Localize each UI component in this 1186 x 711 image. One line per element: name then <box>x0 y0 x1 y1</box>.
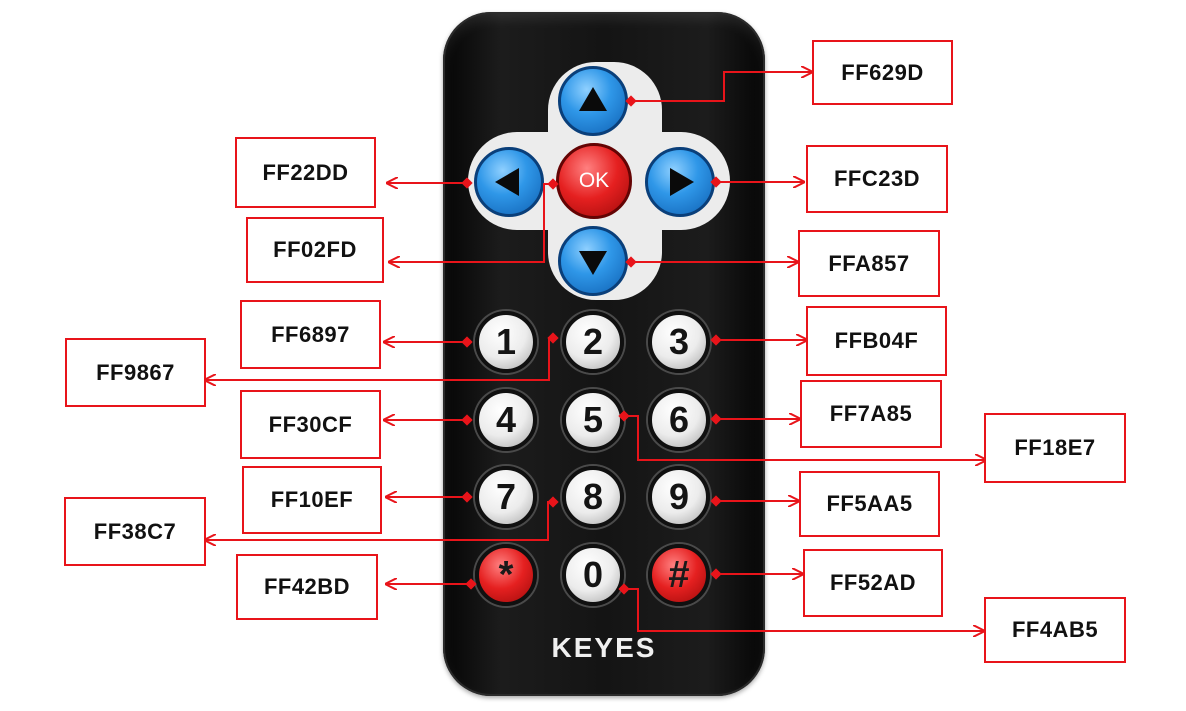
button-hash[interactable]: # <box>648 544 710 606</box>
button-0-label: 0 <box>583 554 603 596</box>
button-3-label: 3 <box>669 321 689 363</box>
code-label-4: FF30CF <box>240 390 381 459</box>
button-9[interactable]: 9 <box>648 466 710 528</box>
button-7[interactable]: 7 <box>475 466 537 528</box>
button-star-label: * <box>499 554 514 597</box>
button-4[interactable]: 4 <box>475 389 537 451</box>
code-label-star: FF42BD <box>236 554 378 620</box>
button-6-label: 6 <box>669 399 689 441</box>
up-button[interactable] <box>558 66 628 136</box>
code-label-2: FF9867 <box>65 338 206 407</box>
button-2[interactable]: 2 <box>562 311 624 373</box>
triangle-right-icon <box>670 168 694 196</box>
button-1[interactable]: 1 <box>475 311 537 373</box>
button-1-label: 1 <box>496 321 516 363</box>
button-2-label: 2 <box>583 321 603 363</box>
button-5-label: 5 <box>583 399 603 441</box>
code-label-7: FF10EF <box>242 466 382 534</box>
button-5[interactable]: 5 <box>562 389 624 451</box>
ok-label: OK <box>579 169 609 193</box>
button-0[interactable]: 0 <box>562 544 624 606</box>
code-label-hash: FF52AD <box>803 549 943 617</box>
code-label-right: FFC23D <box>806 145 948 213</box>
button-6[interactable]: 6 <box>648 389 710 451</box>
button-hash-label: # <box>668 554 689 597</box>
triangle-left-icon <box>495 168 519 196</box>
code-label-up: FF629D <box>812 40 953 105</box>
ok-button[interactable]: OK <box>556 143 632 219</box>
right-button[interactable] <box>645 147 715 217</box>
button-4-label: 4 <box>496 399 516 441</box>
button-9-label: 9 <box>669 476 689 518</box>
triangle-up-icon <box>579 87 607 111</box>
code-label-5: FF18E7 <box>984 413 1126 483</box>
code-label-1: FF6897 <box>240 300 381 369</box>
down-button[interactable] <box>558 226 628 296</box>
code-label-3: FFB04F <box>806 306 947 376</box>
code-label-down: FFA857 <box>798 230 940 297</box>
button-7-label: 7 <box>496 476 516 518</box>
button-8[interactable]: 8 <box>562 466 624 528</box>
code-label-ok: FF02FD <box>246 217 384 283</box>
code-label-8: FF38C7 <box>64 497 206 566</box>
code-label-0: FF4AB5 <box>984 597 1126 663</box>
button-8-label: 8 <box>583 476 603 518</box>
brand-label: KEYES <box>443 632 765 664</box>
button-star[interactable]: * <box>475 544 537 606</box>
triangle-down-icon <box>579 251 607 275</box>
button-3[interactable]: 3 <box>648 311 710 373</box>
code-label-6: FF7A85 <box>800 380 942 448</box>
left-button[interactable] <box>474 147 544 217</box>
code-label-left: FF22DD <box>235 137 376 208</box>
code-label-9: FF5AA5 <box>799 471 940 537</box>
